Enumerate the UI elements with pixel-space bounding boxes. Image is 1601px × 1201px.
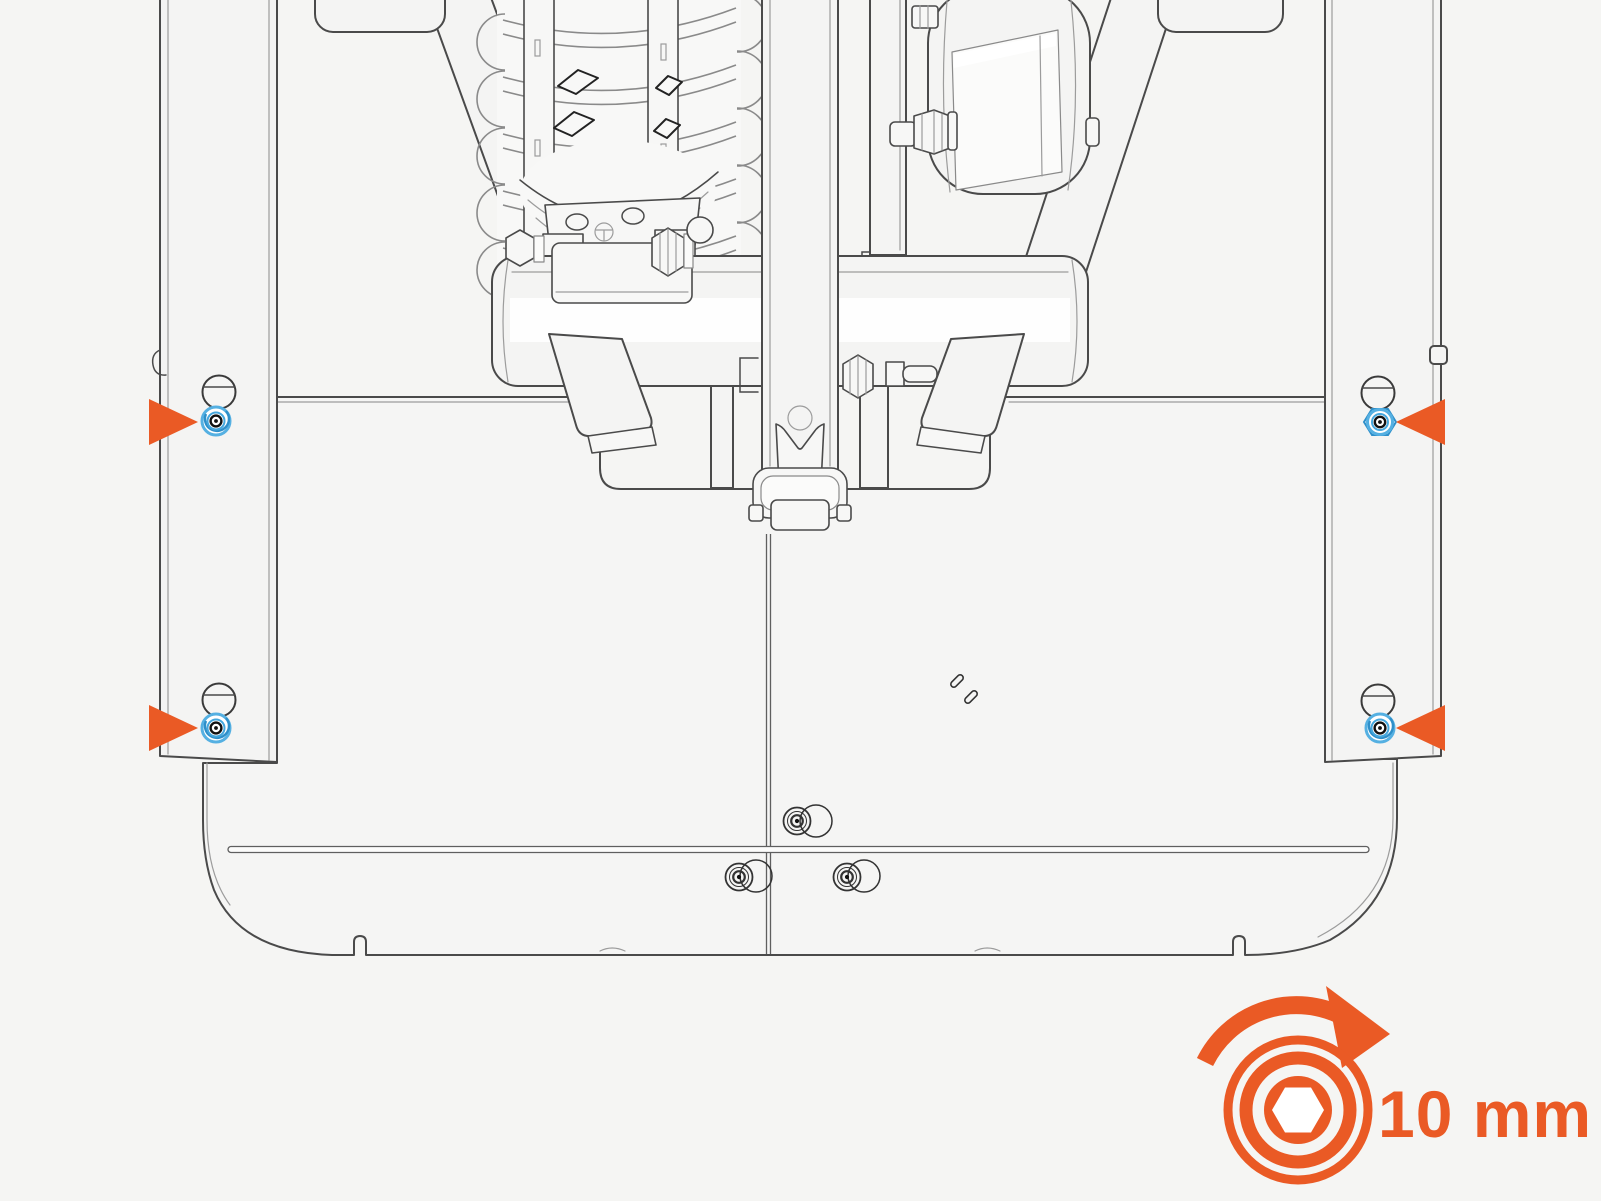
highlighted-bolt-icon bbox=[200, 405, 232, 437]
bolt-marker-top-left bbox=[149, 374, 237, 445]
hex-socket-rotate-icon bbox=[1196, 986, 1390, 1185]
ball-joint bbox=[686, 216, 714, 244]
bolt-marker-bottom-right bbox=[1360, 683, 1445, 751]
keyhole-slot bbox=[1360, 683, 1396, 719]
arrow-left-icon bbox=[1396, 399, 1445, 445]
bolt-marker-bottom-left bbox=[149, 682, 237, 751]
machinery bbox=[314, 0, 1284, 531]
swing-arm bbox=[748, 0, 852, 531]
spring-pivot-block bbox=[505, 216, 714, 304]
hub-bolt bbox=[889, 109, 958, 155]
hub-stud bbox=[911, 5, 939, 29]
keyhole-slot bbox=[201, 374, 237, 410]
plate-screw bbox=[724, 859, 773, 893]
wheel-hub-motor bbox=[861, 0, 1100, 261]
vent-slots bbox=[950, 674, 978, 704]
plate-screw bbox=[782, 804, 833, 838]
shock-leg-right bbox=[859, 385, 889, 489]
tool-size-label: 10 mm bbox=[1378, 1077, 1593, 1151]
keyhole-slot bbox=[1360, 375, 1396, 411]
highlighted-bolt-icon bbox=[1364, 712, 1396, 744]
shock-leg-left bbox=[710, 385, 734, 489]
mount-bracket-right bbox=[1157, 0, 1284, 33]
arrow-right-icon bbox=[149, 399, 198, 445]
highlighted-bolt-icon bbox=[200, 712, 232, 744]
plate-seam-horizontal bbox=[227, 845, 1370, 854]
keyhole-slot bbox=[201, 682, 237, 718]
cover-plate bbox=[202, 396, 1398, 956]
plate-screw bbox=[832, 859, 881, 893]
rotate-arrowhead bbox=[1326, 986, 1390, 1068]
highlighted-bolt-icon bbox=[1362, 408, 1398, 436]
leg-hex-nut bbox=[842, 354, 874, 399]
hex-bolt bbox=[505, 229, 535, 267]
mount-bracket-left bbox=[314, 0, 446, 33]
arrow-left-icon bbox=[1396, 705, 1445, 751]
axle-stud-right bbox=[885, 361, 938, 387]
hex-socket-opening bbox=[1272, 1087, 1324, 1133]
arrow-right-icon bbox=[149, 705, 198, 751]
bolt-marker-top-right bbox=[1360, 375, 1445, 445]
